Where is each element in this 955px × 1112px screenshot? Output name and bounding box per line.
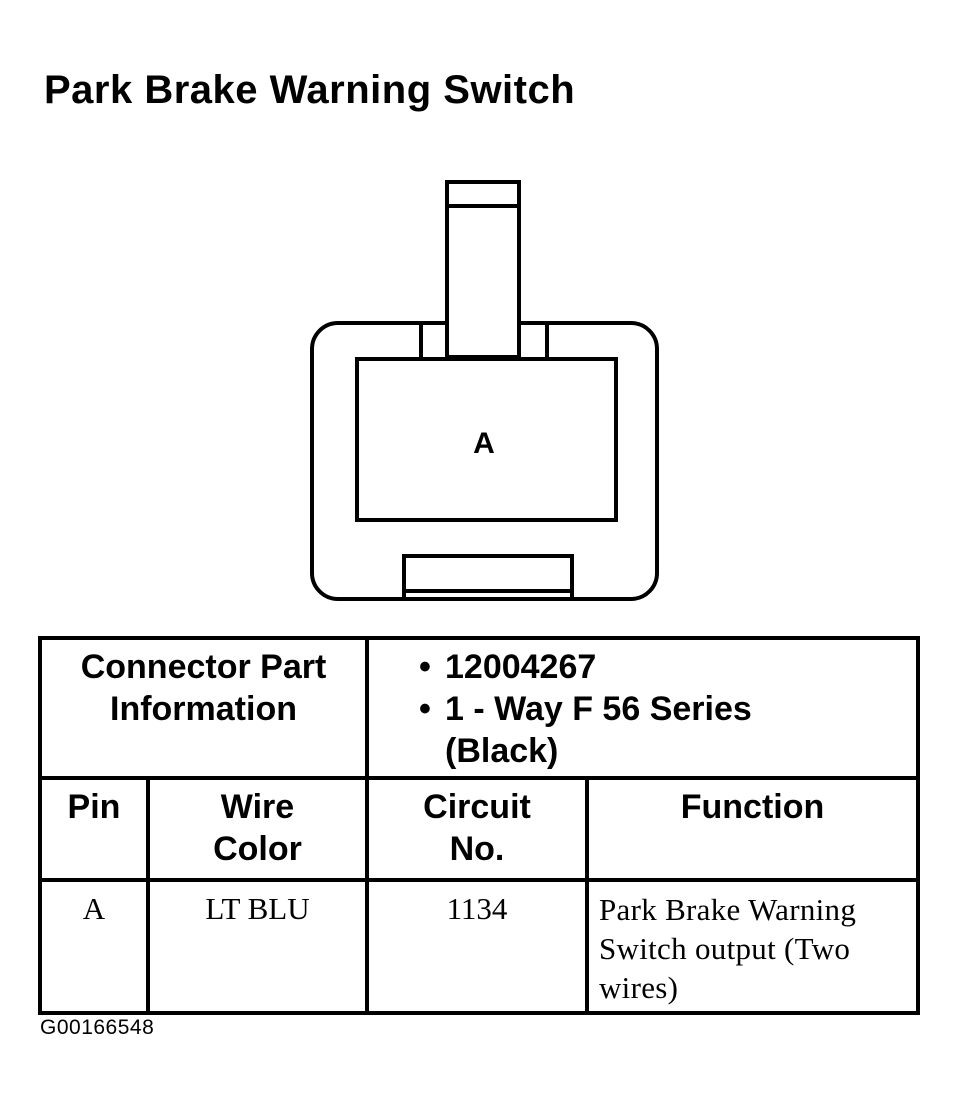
connector-face-diagram: A	[310, 180, 659, 601]
connector-bottom-key	[402, 554, 574, 599]
cell-circuit: 1134	[365, 878, 589, 1015]
column-header-wire-color: Wire Color	[146, 776, 369, 882]
cell-function: Park Brake Warning Switch output (Two wi…	[585, 878, 920, 1015]
figure-id: G00166548	[40, 1016, 155, 1039]
column-header-function: Function	[585, 776, 920, 882]
terminal-cavity-a	[355, 357, 618, 522]
column-header-circuit: Circuit No.	[365, 776, 589, 882]
series-bullet: •1 - Way F 56 Series	[419, 690, 752, 728]
cell-pin: A	[38, 878, 150, 1015]
part-info-label-line1: Connector Part	[80, 648, 327, 686]
part-info-row: Connector Part Information •12004267 •1 …	[38, 636, 920, 780]
part-number: 12004267	[445, 648, 597, 686]
page-title: Park Brake Warning Switch	[44, 68, 576, 112]
connector-latch-tab	[445, 180, 521, 359]
connector-info-table: Connector Part Information •12004267 •1 …	[38, 636, 920, 1015]
cell-wire-color: LT BLU	[146, 878, 369, 1015]
column-header-pin: Pin	[38, 776, 150, 882]
connector-color: (Black)	[445, 732, 559, 770]
part-info-label-cell: Connector Part Information	[38, 636, 369, 780]
connector-series: 1 - Way F 56 Series	[445, 690, 752, 728]
part-number-bullet: •12004267	[419, 648, 597, 686]
column-header-row: Pin Wire Color Circuit No. Function	[38, 776, 920, 882]
cavity-label: A	[473, 427, 495, 460]
part-info-label-line2: Information	[110, 690, 297, 728]
part-info-value-cell: •12004267 •1 - Way F 56 Series (Black)	[365, 636, 920, 780]
table-row: A LT BLU 1134 Park Brake Warning Switch …	[38, 878, 920, 1015]
